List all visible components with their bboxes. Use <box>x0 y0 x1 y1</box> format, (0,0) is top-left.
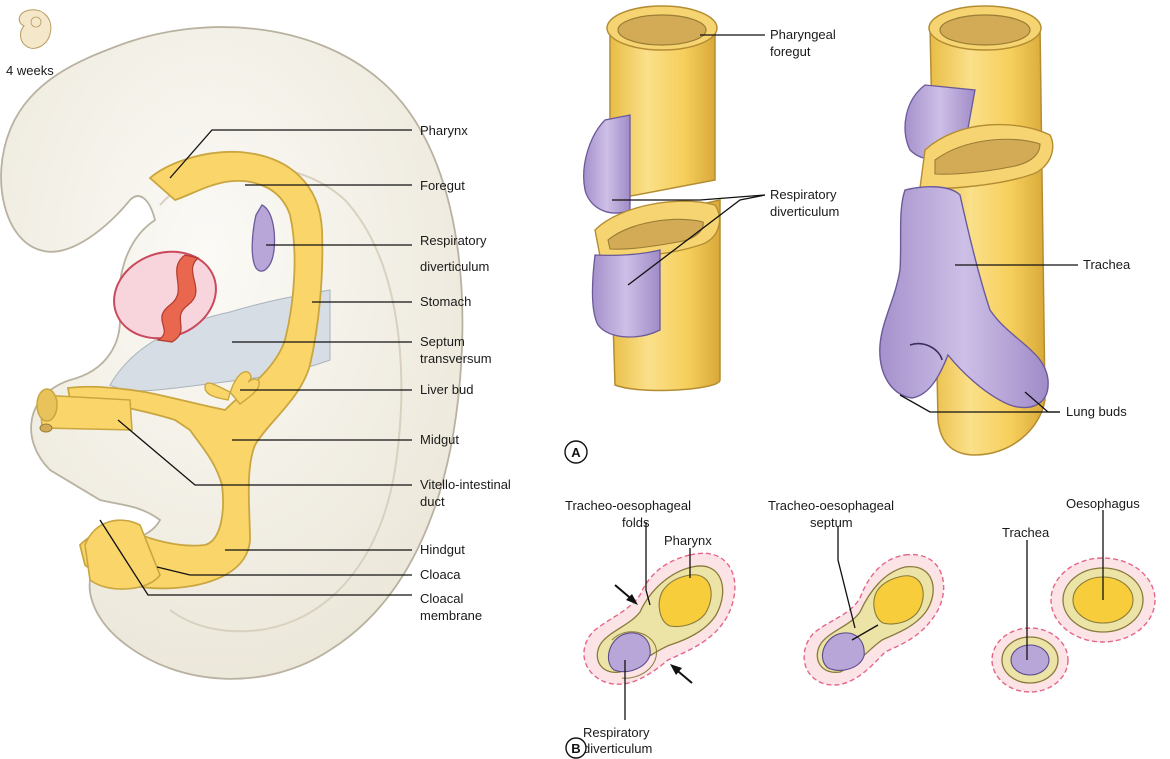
embryo-panel: 4 weeks <box>1 10 511 679</box>
label-cloacal-membrane-1: Cloacal <box>420 591 463 606</box>
panel-a: Pharyngeal foregut Respiratory diverticu… <box>565 6 1131 463</box>
label-pharyngeal-foregut-2: foregut <box>770 44 811 59</box>
label-midgut: Midgut <box>420 432 459 447</box>
label-tracheo-oesophageal-septum-2: septum <box>810 515 853 530</box>
foregut-tube-lower <box>592 200 720 390</box>
fold-arrow-upper-icon <box>615 585 638 605</box>
label-cloaca: Cloaca <box>420 567 461 582</box>
label-foregut: Foregut <box>420 178 465 193</box>
age-label: 4 weeks <box>6 63 54 78</box>
label-b-pharynx: Pharynx <box>664 533 712 548</box>
label-respiratory-diverticulum-1: Respiratory <box>420 233 487 248</box>
foregut-tube-upper <box>584 6 717 213</box>
panel-b: Tracheo-oesophageal folds Pharynx Respir… <box>565 496 1155 758</box>
label-pharynx: Pharynx <box>420 123 468 138</box>
panel-b-marker: B <box>566 738 586 758</box>
label-tracheo-oesophageal-septum-1: Tracheo-oesophageal <box>768 498 894 513</box>
panel-b-letter: B <box>571 741 580 756</box>
label-oesophagus: Oesophagus <box>1066 496 1140 511</box>
cross-section-2 <box>804 555 944 685</box>
label-septum-transversum-2: transversum <box>420 351 492 366</box>
label-hindgut: Hindgut <box>420 542 465 557</box>
label-tracheo-oesophageal-folds-1: Tracheo-oesophageal <box>565 498 691 513</box>
label-cloacal-membrane-2: membrane <box>420 608 482 623</box>
label-trachea: Trachea <box>1083 257 1131 272</box>
panel-a-marker: A <box>565 441 587 463</box>
label-lung-buds: Lung buds <box>1066 404 1127 419</box>
label-b-trachea: Trachea <box>1002 525 1050 540</box>
label-a-respiratory-diverticulum-1: Respiratory <box>770 187 837 202</box>
label-vitello-intestinal-1: Vitello-intestinal <box>420 477 511 492</box>
label-tracheo-oesophageal-folds-2: folds <box>622 515 650 530</box>
label-respiratory-diverticulum-2: diverticulum <box>420 259 489 274</box>
cross-section-3 <box>992 558 1155 692</box>
label-b-respiratory-diverticulum-2: diverticulum <box>583 741 652 756</box>
label-b-respiratory-diverticulum-1: Respiratory <box>583 725 650 740</box>
panel-a-letter: A <box>571 445 581 460</box>
cross-section-1 <box>584 553 735 684</box>
embryo-thumbnail-icon <box>19 10 51 49</box>
label-septum-transversum-1: Septum <box>420 334 465 349</box>
trachea-figure <box>880 6 1053 455</box>
label-a-respiratory-diverticulum-2: diverticulum <box>770 204 839 219</box>
label-liver-bud: Liver bud <box>420 382 473 397</box>
label-stomach: Stomach <box>420 294 471 309</box>
fold-arrow-lower-icon <box>670 664 692 683</box>
label-pharyngeal-foregut-1: Pharyngeal <box>770 27 836 42</box>
label-vitello-intestinal-2: duct <box>420 494 445 509</box>
